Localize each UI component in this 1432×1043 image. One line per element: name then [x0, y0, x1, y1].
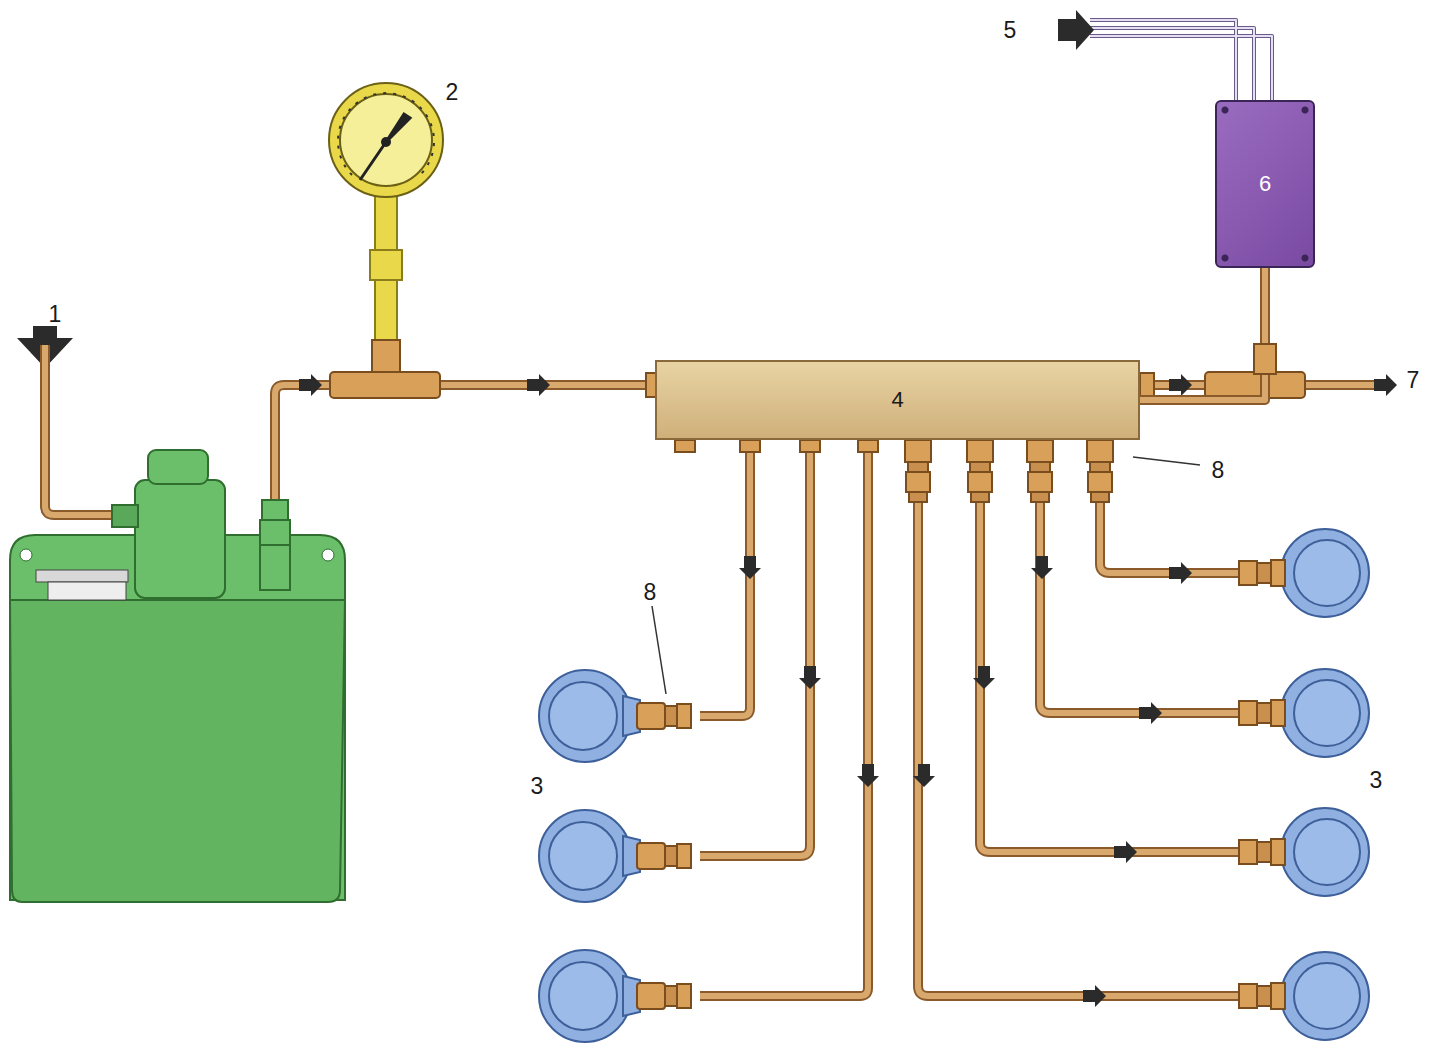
- callout-number: 7: [1407, 369, 1420, 392]
- callout-number: 3: [531, 775, 544, 798]
- callout-number: 8: [644, 581, 657, 604]
- callout-number: 3: [1370, 769, 1383, 792]
- leader-line: [1133, 457, 1200, 465]
- callout-number: 1: [49, 303, 62, 326]
- callout-number: 4: [891, 387, 903, 413]
- callout-number: 5: [1004, 19, 1017, 42]
- signal-box: 6: [1215, 100, 1315, 268]
- leader-line: [652, 606, 666, 694]
- tee-fitting: [1254, 344, 1276, 374]
- manifold-block: 4: [655, 360, 1140, 440]
- callout-number: 2: [446, 81, 459, 104]
- callout-number: 6: [1259, 171, 1271, 197]
- pipe-connector: [1140, 268, 1265, 400]
- callout-number: 8: [1212, 459, 1225, 482]
- input-arrow: [1058, 10, 1094, 50]
